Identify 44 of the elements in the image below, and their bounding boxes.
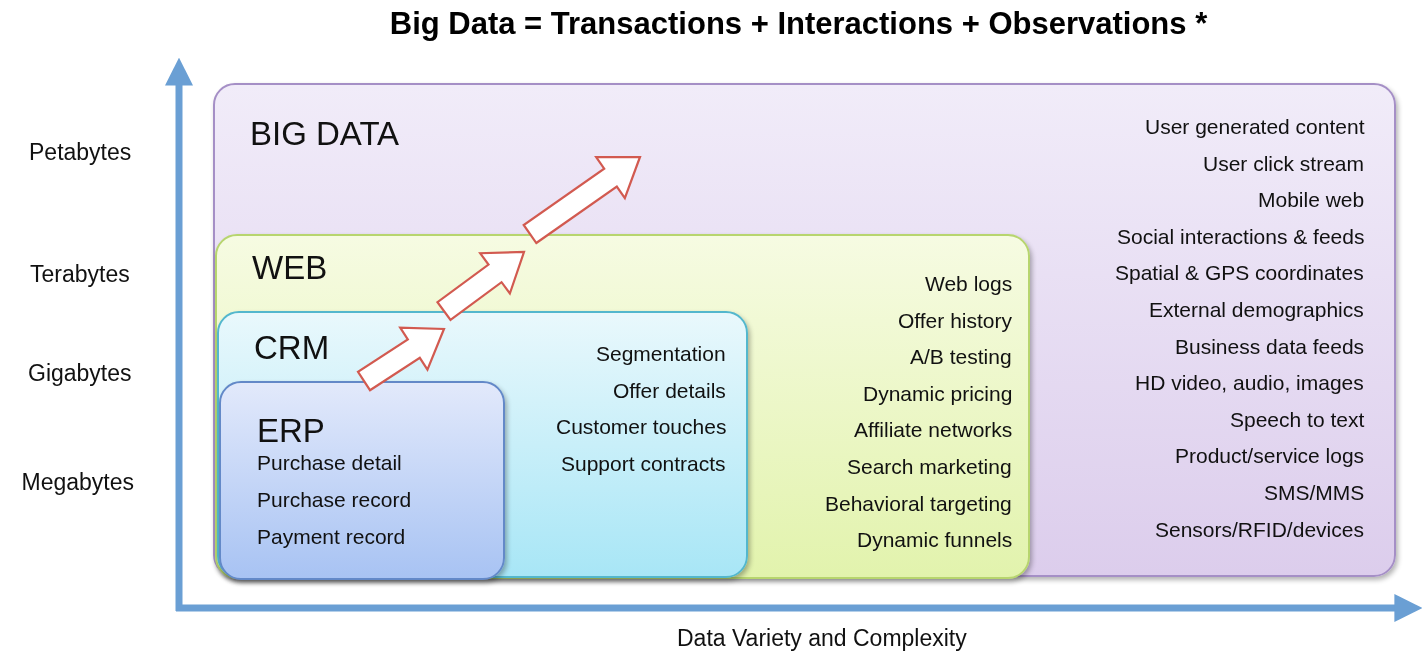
data-source-label: Dynamic funnels [857, 528, 1013, 553]
data-source-label: Behavioral targeting [825, 491, 1012, 516]
data-source-label: Payment record [257, 525, 406, 549]
axis-tick-label: Gigabytes [28, 359, 132, 387]
axis-title: Data Variety and Complexity [677, 624, 967, 652]
data-source-label: Social interactions & feeds [1117, 224, 1365, 249]
data-source-label: Offer history [898, 308, 1012, 333]
axis-tick-label: Megabytes [21, 468, 134, 496]
data-source-label: User click stream [1203, 151, 1365, 176]
data-source-label: Spatial & GPS coordinates [1115, 261, 1364, 286]
data-source-label: User generated content [1145, 115, 1365, 139]
data-source-label: Purchase record [257, 488, 412, 512]
data-source-label: Sensors/RFID/devices [1155, 517, 1364, 542]
data-source-label: Affiliate networks [854, 418, 1013, 443]
data-source-label: Product/service logs [1175, 444, 1365, 469]
data-source-label: Business data feeds [1175, 334, 1365, 359]
data-source-label: Mobile web [1258, 188, 1365, 213]
panel-heading: ERP [257, 412, 325, 450]
data-source-label: Purchase detail [257, 451, 402, 475]
data-source-label: Speech to text [1230, 407, 1365, 432]
category-panel [219, 381, 505, 580]
data-source-label: A/B testing [910, 345, 1012, 370]
arrow [356, 326, 446, 392]
data-source-label: Dynamic pricing [863, 381, 1013, 406]
data-source-label: Search marketing [847, 455, 1012, 479]
category-panel [213, 83, 1396, 577]
data-source-label: Customer touches [556, 415, 727, 439]
axis-tick-label: Petabytes [29, 138, 132, 166]
data-source-label: Support contracts [561, 451, 726, 476]
panel-heading: BIG DATA [250, 115, 400, 153]
axis-tick-label: Terabytes [30, 260, 130, 288]
data-source-label: Web logs [925, 272, 1013, 296]
data-source-label: Offer details [613, 378, 726, 403]
panel-heading: WEB [252, 249, 328, 287]
data-source-label: External demographics [1149, 298, 1364, 322]
arrow [522, 155, 642, 245]
data-source-label: HD video, audio, images [1135, 371, 1364, 396]
category-panel [215, 234, 1030, 579]
panel-heading: CRM [254, 329, 330, 367]
arrow [435, 250, 526, 322]
data-source-label: SMS/MMS [1264, 481, 1365, 505]
category-panel [217, 311, 748, 578]
data-source-label: Segmentation [596, 342, 726, 366]
title: Big Data = Transactions + Interactions + Observations * [388, 6, 1209, 42]
